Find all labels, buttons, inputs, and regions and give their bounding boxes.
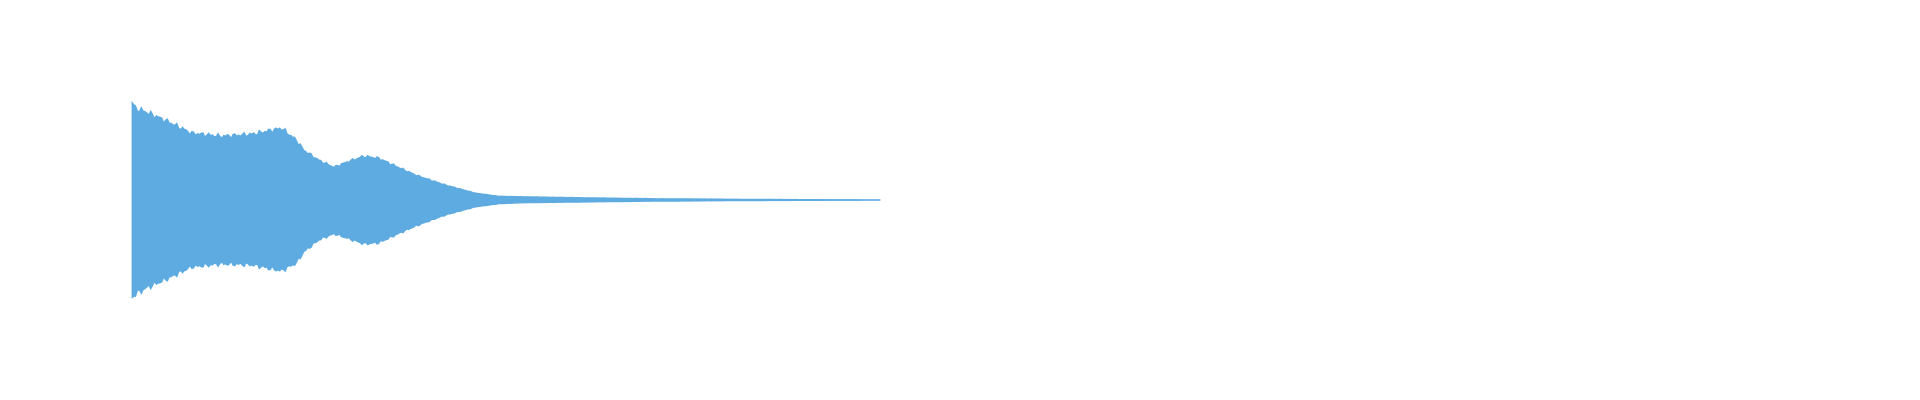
waveform-amplitude-area (131, 100, 881, 299)
